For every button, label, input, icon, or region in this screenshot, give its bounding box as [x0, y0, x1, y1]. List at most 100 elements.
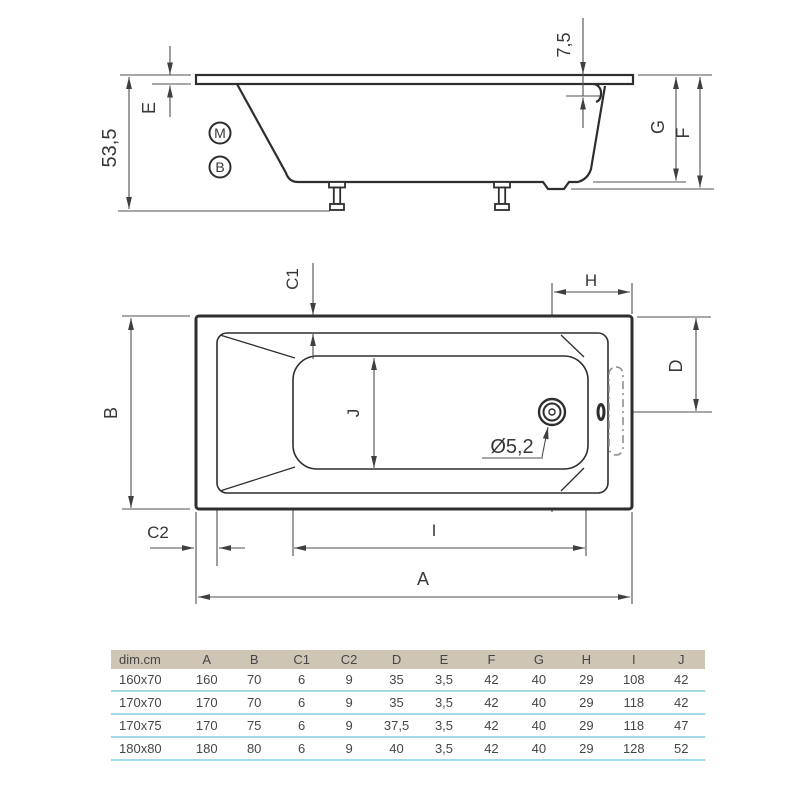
- marker-m-circle: [208, 121, 232, 145]
- table-cell: 42: [484, 718, 499, 733]
- header-cell: D: [391, 652, 402, 667]
- overflow-cover-hidden-outline: [608, 366, 624, 456]
- top-view: C1 H D B J Ø5,2 C2 I A: [101, 263, 712, 604]
- table-cell: 40: [389, 741, 404, 756]
- h-label: H: [585, 271, 597, 290]
- table-cell: 40: [531, 695, 547, 710]
- table-cell: 37,5: [383, 718, 410, 733]
- table-row: 160x70 160 70 6 9 35 3,5 42 40 29 108 42: [111, 669, 705, 692]
- header-cell: dim.cm: [119, 652, 161, 667]
- table-cell: 29: [579, 695, 594, 710]
- header-cell: F: [487, 652, 496, 667]
- table-cell: 108: [622, 672, 645, 687]
- table-cell: 29: [579, 741, 594, 756]
- table-cell: 3,5: [434, 695, 454, 710]
- table-cell: 3,5: [434, 718, 454, 733]
- rim-drop-label: 7,5: [554, 32, 574, 57]
- table-cell: 9: [345, 672, 353, 687]
- c2-label: C2: [147, 523, 169, 542]
- table-cell: 42: [484, 672, 499, 687]
- c1-label: C1: [283, 268, 302, 290]
- header-cell: E: [439, 652, 449, 667]
- corner-chamfer-bl: [219, 466, 296, 492]
- d-label: D: [666, 360, 686, 373]
- table-cell: 9: [345, 695, 353, 710]
- corner-chamfer-tr: [560, 334, 585, 358]
- header-cell: C1: [293, 652, 310, 667]
- a-label: A: [417, 569, 429, 589]
- table-cell: 42: [674, 695, 689, 710]
- overflow-hole: [596, 403, 606, 421]
- marker-m-label: M: [214, 125, 226, 141]
- table-cell: 70: [246, 672, 262, 687]
- table-cell: 70: [246, 695, 262, 710]
- table-cell: 6: [298, 672, 306, 687]
- outer-rim-outline: [194, 314, 634, 511]
- rim-underside-curl: [592, 82, 603, 104]
- table-cell: 170: [195, 695, 218, 710]
- table-cell: 160x70: [119, 672, 162, 687]
- table-cell: 160: [195, 672, 218, 687]
- table-cell: 118: [623, 718, 645, 733]
- table-cell: 170x70: [119, 695, 162, 710]
- table-cell: 29: [579, 672, 594, 687]
- marker-b-label: B: [215, 159, 224, 175]
- table-cell: 118: [623, 695, 645, 710]
- header-cell: I: [631, 652, 636, 667]
- table-cell: 29: [579, 718, 594, 733]
- foot-left: [328, 181, 346, 211]
- table-cell: 180: [195, 741, 218, 756]
- table-cell: 170x75: [119, 718, 162, 733]
- header-cell: A: [202, 652, 212, 667]
- table-cell: 42: [674, 672, 689, 687]
- side-view: M B 53,5 E 7,5 G F: [99, 18, 714, 212]
- foot-right: [493, 181, 511, 211]
- b-label: B: [101, 407, 121, 419]
- dimensions-table: dim.cm A B C1 C2 D E F G H I J 160x70 160 70 6 9 35 3,5 42 4…: [111, 650, 705, 761]
- header-cell: G: [533, 652, 544, 667]
- corner-chamfer-br: [560, 467, 585, 492]
- table-cell: 180x80: [119, 741, 162, 756]
- header-cell: J: [678, 652, 685, 667]
- table-cell: 35: [389, 672, 404, 687]
- header-cell: C2: [340, 652, 358, 667]
- table-row: 170x70 170 70 6 9 35 3,5 42 40 29 118 42: [111, 692, 705, 715]
- table-cell: 35: [389, 695, 404, 710]
- table-cell: 3,5: [434, 672, 454, 687]
- inner-rim-outline: [216, 332, 609, 494]
- i-label: I: [432, 521, 437, 540]
- depth-f-label: F: [673, 128, 693, 139]
- depth-g-label: G: [648, 120, 668, 134]
- table-cell: 75: [246, 718, 262, 733]
- table-cell: 52: [674, 741, 689, 756]
- table-row: 170x75 170 75 6 9 37,5 3,5 42 40 29 118 47: [111, 715, 705, 738]
- table-cell: 6: [298, 695, 306, 710]
- technical-drawing: M B 53,5 E 7,5 G F: [99, 18, 714, 604]
- table-cell: 6: [298, 718, 306, 733]
- drain-outer-circle: [537, 397, 567, 427]
- table-cell: 42: [484, 695, 499, 710]
- bathtub-rim-profile: [194, 73, 635, 86]
- table-cell: 40: [531, 718, 547, 733]
- table-cell: 128: [622, 741, 645, 756]
- table-cell: 9: [345, 718, 353, 733]
- table-cell: 80: [246, 741, 262, 756]
- drain-center: [548, 408, 556, 416]
- table-cell: 3,5: [434, 741, 454, 756]
- table-cell: 42: [484, 741, 499, 756]
- header-cell: H: [581, 652, 592, 667]
- header-cell: B: [249, 652, 259, 667]
- drain-diameter-label: Ø5,2: [490, 436, 533, 458]
- drain-leader-arrow: [541, 426, 549, 458]
- basin-floor-outline: [292, 355, 589, 470]
- corner-chamfer-tl: [219, 334, 296, 359]
- table-cell: 47: [674, 718, 689, 733]
- table-cell: 6: [298, 741, 306, 756]
- table-cell: 40: [531, 672, 547, 687]
- j-label: J: [344, 409, 363, 418]
- table-cell: 9: [345, 741, 353, 756]
- marker-b-circle: [208, 155, 232, 179]
- table-cell: 170: [195, 718, 218, 733]
